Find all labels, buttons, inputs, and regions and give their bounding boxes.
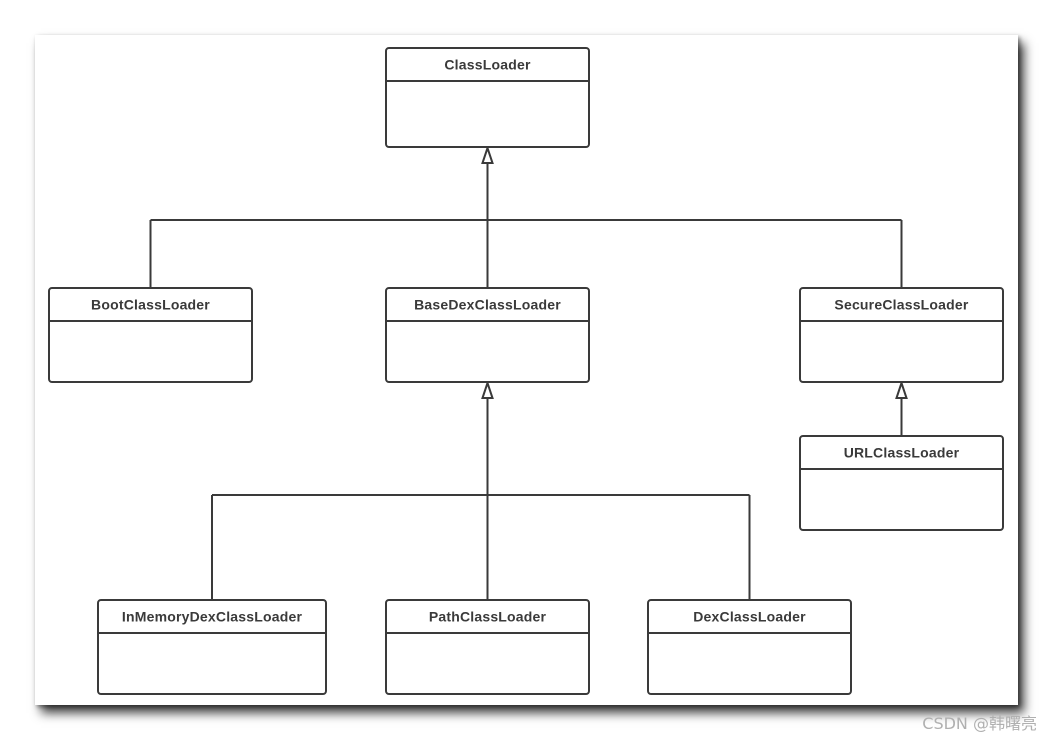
class-name-label: PathClassLoader <box>429 609 547 625</box>
class-box-frame <box>97 599 327 695</box>
inheritance-connector-secureclassloader <box>895 379 908 436</box>
class-box-frame <box>799 435 1004 531</box>
class-name-label: DexClassLoader <box>693 609 806 625</box>
class-box-bootclassloader: BootClassLoader <box>48 287 253 383</box>
inheritance-arrowhead-icon <box>895 379 908 399</box>
class-name-label: URLClassLoader <box>844 445 960 461</box>
class-box-frame <box>385 599 590 695</box>
class-box-frame <box>647 599 852 695</box>
class-box-dexclassloader: DexClassLoader <box>647 599 852 695</box>
class-box-pathclassloader: PathClassLoader <box>385 599 590 695</box>
class-name-label: ClassLoader <box>444 57 531 73</box>
class-box-classloader: ClassLoader <box>385 47 590 148</box>
inheritance-arrowhead-icon <box>481 379 494 399</box>
class-box-frame <box>799 287 1004 383</box>
inheritance-arrowhead-icon <box>481 144 494 164</box>
inheritance-connector-classloader <box>149 144 903 288</box>
class-name-label: BaseDexClassLoader <box>414 297 561 313</box>
class-name-label: BootClassLoader <box>91 297 210 313</box>
class-box-frame <box>385 287 590 383</box>
class-box-urlclassloader: URLClassLoader <box>799 435 1004 531</box>
class-box-frame <box>48 287 253 383</box>
class-name-label: InMemoryDexClassLoader <box>122 609 303 625</box>
class-name-label: SecureClassLoader <box>834 297 968 313</box>
edges-layer <box>149 144 908 600</box>
class-box-basedexclassloader: BaseDexClassLoader <box>385 287 590 383</box>
class-box-secureclassloader: SecureClassLoader <box>799 287 1004 383</box>
csdn-watermark: CSDN @韩曙亮 <box>922 714 1037 733</box>
inheritance-connector-basedexclassloader <box>211 379 751 600</box>
class-box-frame <box>385 47 590 148</box>
class-box-inmemorydexclassloader: InMemoryDexClassLoader <box>97 599 327 695</box>
